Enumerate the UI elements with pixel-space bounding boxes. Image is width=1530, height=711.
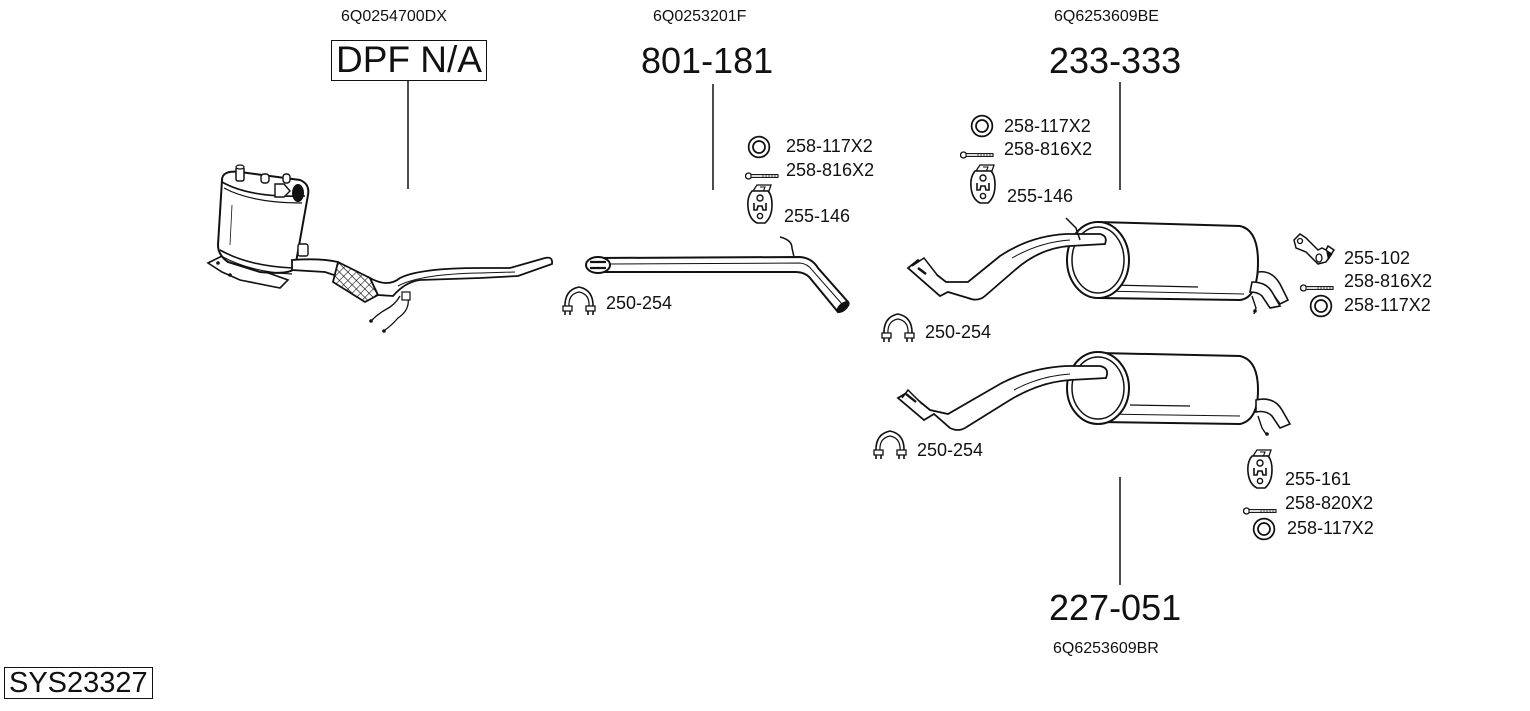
accessory-label[interactable]: 258-117X2 bbox=[1287, 518, 1374, 538]
bolt-icon bbox=[1300, 284, 1334, 292]
oem-number-rear-silencer-lower: 6Q6253609BR bbox=[1053, 640, 1159, 657]
accessory-label[interactable]: 258-816X2 bbox=[786, 160, 875, 180]
accessory-label[interactable]: 255-146 bbox=[784, 206, 851, 226]
ring-gasket-icon bbox=[1309, 294, 1333, 318]
accessory-label[interactable]: 258-117X2 bbox=[786, 136, 873, 156]
part-number-rear-silencer-upper[interactable]: 233-333 bbox=[1049, 40, 1182, 81]
ring-gasket-icon bbox=[1252, 517, 1276, 541]
accessory-label[interactable]: 255-161 bbox=[1285, 469, 1352, 489]
accessory-label[interactable]: 258-117X2 bbox=[1344, 295, 1431, 315]
pipe-clamp-icon bbox=[873, 430, 907, 460]
dpf-part-drawing bbox=[206, 164, 554, 333]
bolt-icon bbox=[1243, 507, 1277, 515]
rear-silencer-lower-drawing bbox=[896, 351, 1292, 436]
accessory-label[interactable]: 255-146 bbox=[1007, 186, 1074, 206]
ring-gasket-icon bbox=[747, 135, 771, 159]
oem-number-middle-pipe: 6Q0253201F bbox=[653, 8, 747, 25]
accessory-label[interactable]: 255-102 bbox=[1344, 248, 1411, 268]
ring-gasket-icon bbox=[970, 114, 994, 138]
accessory-label[interactable]: 258-816X2 bbox=[1004, 139, 1093, 159]
pipe-clamp-icon bbox=[562, 286, 596, 316]
rear-silencer-upper-drawing bbox=[906, 217, 1290, 315]
rubber-hanger-icon bbox=[747, 184, 773, 224]
accessory-label[interactable]: 258-820X2 bbox=[1285, 493, 1374, 513]
oem-number-dpf: 6Q0254700DX bbox=[341, 8, 447, 25]
part-number-middle-pipe[interactable]: 801-181 bbox=[641, 40, 774, 81]
rubber-hanger-icon bbox=[1247, 449, 1273, 489]
middle-pipe-drawing bbox=[585, 236, 850, 314]
accessory-label[interactable]: 258-117X2 bbox=[1004, 116, 1091, 136]
part-number-dpf[interactable]: DPF N/A bbox=[331, 40, 487, 81]
mounting-bracket-icon bbox=[1293, 233, 1335, 265]
accessory-label[interactable]: 258-816X2 bbox=[1344, 271, 1433, 291]
pipe-clamp-icon bbox=[881, 313, 915, 343]
part-number-rear-silencer-lower[interactable]: 227-051 bbox=[1049, 587, 1182, 628]
rubber-hanger-icon bbox=[970, 164, 996, 204]
accessory-label[interactable]: 250-254 bbox=[606, 293, 673, 313]
oem-number-rear-silencer-upper: 6Q6253609BE bbox=[1054, 8, 1159, 25]
accessory-label[interactable]: 250-254 bbox=[917, 440, 984, 460]
bolt-icon bbox=[745, 172, 779, 180]
system-code: SYS23327 bbox=[4, 667, 153, 700]
accessory-label[interactable]: 250-254 bbox=[925, 322, 992, 342]
bolt-icon bbox=[960, 151, 994, 159]
